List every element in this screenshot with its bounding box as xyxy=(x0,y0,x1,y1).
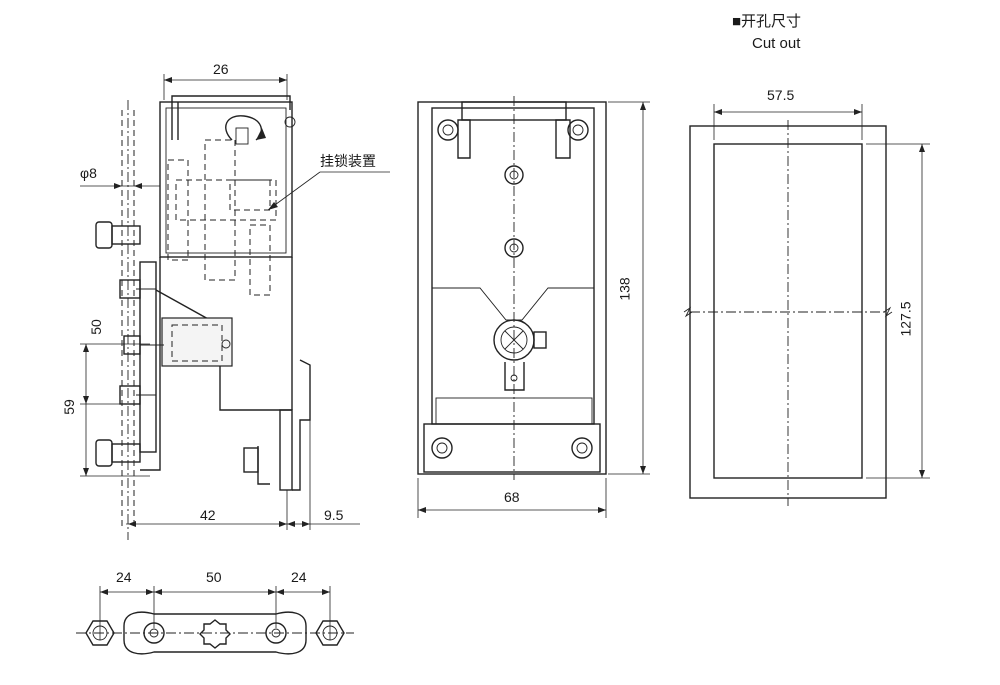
label-bottom-left: 24 xyxy=(116,569,132,585)
side-view xyxy=(80,74,390,540)
label-pin-diameter: φ8 xyxy=(80,165,97,181)
bottom-view xyxy=(76,586,354,655)
label-bottom-middle: 50 xyxy=(206,569,222,585)
label-front-width: 68 xyxy=(504,489,520,505)
label-padlock-device: 挂锁装置 xyxy=(320,153,376,169)
label-side-width: 26 xyxy=(213,61,229,77)
label-base-depth: 42 xyxy=(200,507,216,523)
label-dim-50-vertical: 50 xyxy=(87,319,104,335)
label-cutout-title-cn: ■开孔尺寸 xyxy=(732,13,802,30)
label-front-height: 138 xyxy=(616,277,633,301)
label-cutout-width: 57.5 xyxy=(767,87,795,103)
label-cutout-height: 127.5 xyxy=(897,301,914,337)
label-cutout-title-en: Cut out xyxy=(752,35,801,52)
label-dim-59-vertical: 59 xyxy=(60,399,77,415)
label-bottom-right: 24 xyxy=(291,569,307,585)
front-view xyxy=(417,96,650,518)
cutout-view xyxy=(683,104,930,506)
label-offset: 9.5 xyxy=(324,507,344,523)
